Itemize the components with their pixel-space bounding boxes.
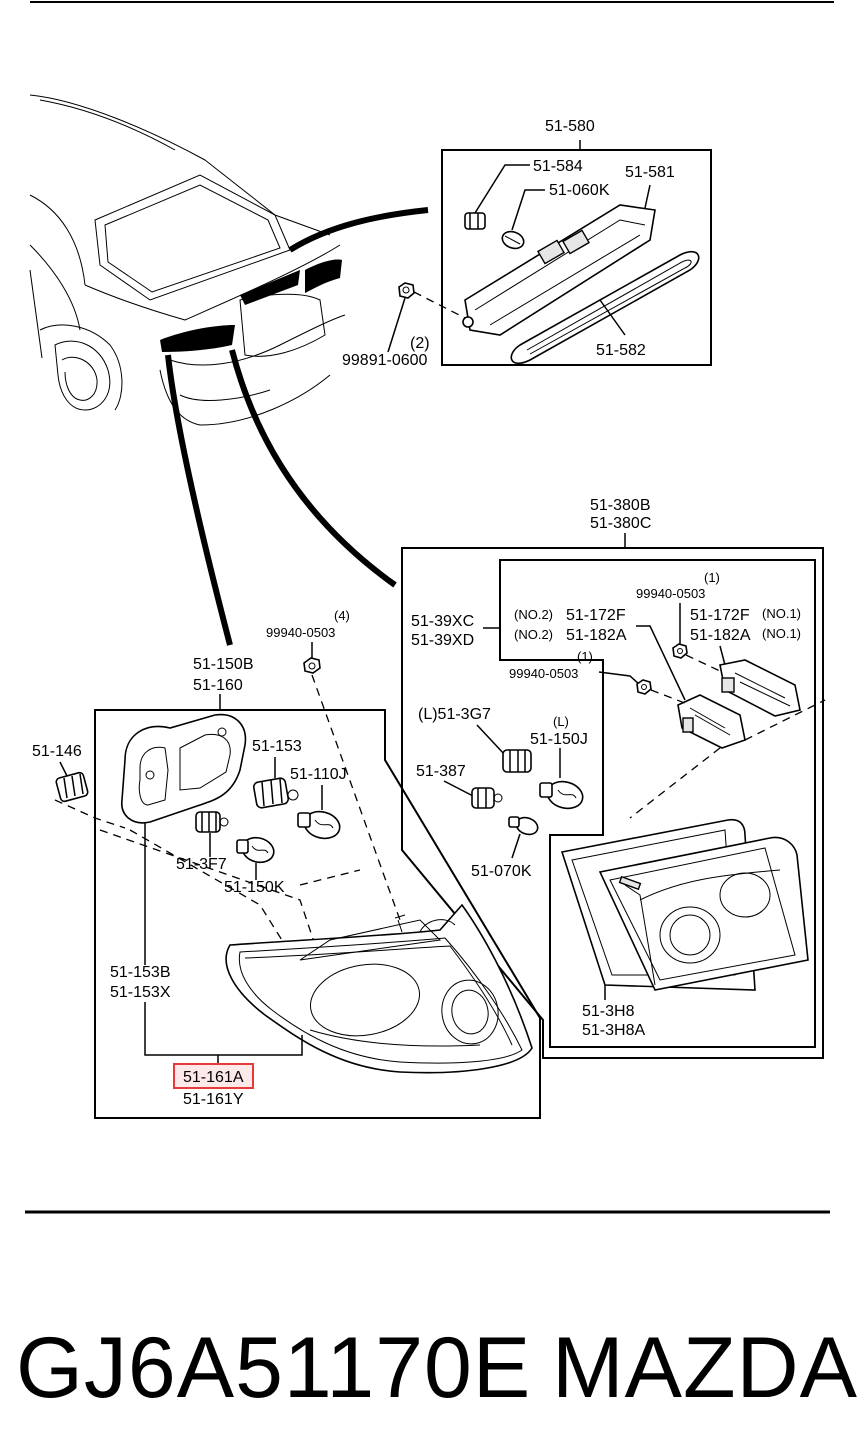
label-51-3g7: (L)51-3G7 — [418, 706, 491, 723]
leader-to-inner-lamp — [229, 349, 397, 588]
label-qty-4: (4) — [334, 608, 350, 623]
label-51-380c: 51-380C — [590, 515, 651, 532]
bulb-51-110j — [297, 810, 341, 840]
highlight-box-51-161a — [173, 1063, 254, 1089]
label-51-182a-no1: 51-182A — [690, 627, 751, 644]
leader-to-outer-lamp — [165, 354, 233, 646]
label-51-153b: 51-153B — [110, 964, 171, 981]
label-51-39xc: 51-39XC — [411, 613, 474, 630]
label-no2-b: (NO.2) — [514, 627, 553, 642]
bulb-51-150j — [539, 780, 584, 810]
bulb-51-070k — [508, 816, 539, 836]
label-51-150k: 51-150K — [224, 879, 285, 896]
label-no2-a: (NO.2) — [514, 607, 553, 622]
bulb-51-150k — [236, 836, 275, 864]
label-qty-1-a: (1) — [704, 570, 720, 585]
label-51-581: 51-581 — [625, 164, 675, 181]
label-51-146: 51-146 — [32, 743, 82, 760]
label-51-39xd: 51-39XD — [411, 632, 474, 649]
inner-lamp-box — [401, 547, 824, 1059]
label-51-182a-no2: 51-182A — [566, 627, 627, 644]
gasket-51-161a — [121, 713, 247, 824]
tail-lamp-assembly — [225, 903, 533, 1074]
label-51-153x: 51-153X — [110, 984, 171, 1001]
label-51-582: 51-582 — [596, 342, 646, 359]
label-99940-0503-a: 99940-0503 — [636, 586, 705, 601]
inner-lamp-51-3h8 — [560, 818, 809, 991]
label-51-580: 51-580 — [545, 118, 595, 135]
high-mount-lamp-box — [441, 149, 712, 366]
label-qty-2: (2) — [410, 335, 430, 352]
label-qty-1-b: (1) — [577, 649, 593, 664]
footer-brand: MAZDA — [552, 1320, 858, 1416]
bracket-51-172f-no2 — [677, 694, 746, 749]
label-51-150b: 51-150B — [193, 656, 254, 673]
label-51-161y: 51-161Y — [183, 1091, 244, 1108]
label-l-150j: (L) — [553, 714, 569, 729]
socket-51-3f7 — [195, 811, 229, 833]
label-51-153: 51-153 — [252, 738, 302, 755]
high-mount-lamp-housing — [462, 204, 656, 336]
socket-51-3g7 — [502, 749, 532, 773]
footer-part-number: GJ6A51170E — [16, 1320, 531, 1416]
label-51-110j: 51-110J — [290, 766, 347, 783]
label-99940-0503-b: 99940-0503 — [509, 666, 578, 681]
leader-to-high-mount — [288, 207, 429, 253]
label-51-150j: 51-150J — [530, 731, 588, 748]
label-no1-a: (NO.1) — [762, 606, 801, 621]
socket-51-387 — [471, 787, 503, 809]
label-51-070k: 51-070K — [471, 863, 532, 880]
label-no1-b: (NO.1) — [762, 626, 801, 641]
label-51-172f-no1: 51-172F — [690, 607, 750, 624]
socket-51-584 — [464, 212, 486, 230]
bracket-51-172f-no1 — [719, 659, 801, 717]
label-51-172f-no2: 51-172F — [566, 607, 626, 624]
label-51-3h8: 51-3H8 — [582, 1003, 635, 1020]
inner-lamp-sub-box — [499, 559, 816, 1048]
nut-99940-0503-a — [672, 643, 688, 659]
label-51-584: 51-584 — [533, 158, 583, 175]
label-51-160: 51-160 — [193, 677, 243, 694]
label-51-161a: 51-161A — [183, 1069, 244, 1086]
bulb-51-060k — [501, 230, 525, 250]
outer-lamp-box — [94, 709, 541, 1119]
label-51-060k: 51-060K — [549, 182, 610, 199]
label-51-380b: 51-380B — [590, 497, 651, 514]
socket-51-153 — [252, 777, 299, 809]
nut-99940-0503-c — [303, 657, 321, 674]
nut-99940-0503-b — [636, 679, 652, 695]
car-illustration — [29, 94, 346, 426]
label-99940-0503-c: 99940-0503 — [266, 625, 335, 640]
label-51-387: 51-387 — [416, 763, 466, 780]
label-51-3h8a: 51-3H8A — [582, 1022, 645, 1039]
socket-51-146 — [55, 771, 89, 803]
nut-99891-0600 — [398, 282, 415, 299]
label-51-3f7: 51-3F7 — [176, 856, 227, 873]
label-99891-0600: 99891-0600 — [342, 352, 428, 369]
